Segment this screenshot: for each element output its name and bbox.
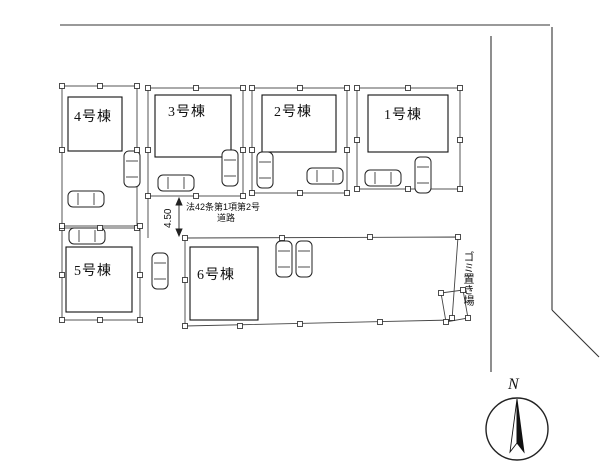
house-1	[367, 94, 449, 153]
house-outlines	[65, 94, 449, 321]
house-6	[189, 246, 259, 321]
building-label-1: 1号棟	[384, 108, 422, 123]
building-label-2: 2号棟	[274, 105, 312, 120]
road-lines	[60, 24, 600, 372]
dimension-arrow	[175, 196, 183, 238]
building-label-3: 3号棟	[168, 105, 206, 120]
road-designation-line2: 道路	[217, 213, 236, 223]
boundary-markers	[59, 83, 471, 329]
house-2	[261, 94, 337, 153]
garbage-label: ゴミ置き場	[462, 251, 474, 306]
house-3	[154, 94, 232, 158]
building-label-6: 6号棟	[197, 268, 235, 283]
compass-north-label: N	[508, 376, 519, 393]
house-5	[65, 246, 133, 313]
building-label-4: 4号棟	[74, 110, 112, 125]
compass-icon	[485, 397, 549, 461]
house-4	[67, 96, 123, 152]
road-designation-line1: 法42条第1項第2号	[186, 202, 261, 212]
building-label-5: 5号棟	[74, 264, 112, 279]
dimension-label: 4.50	[163, 208, 174, 228]
